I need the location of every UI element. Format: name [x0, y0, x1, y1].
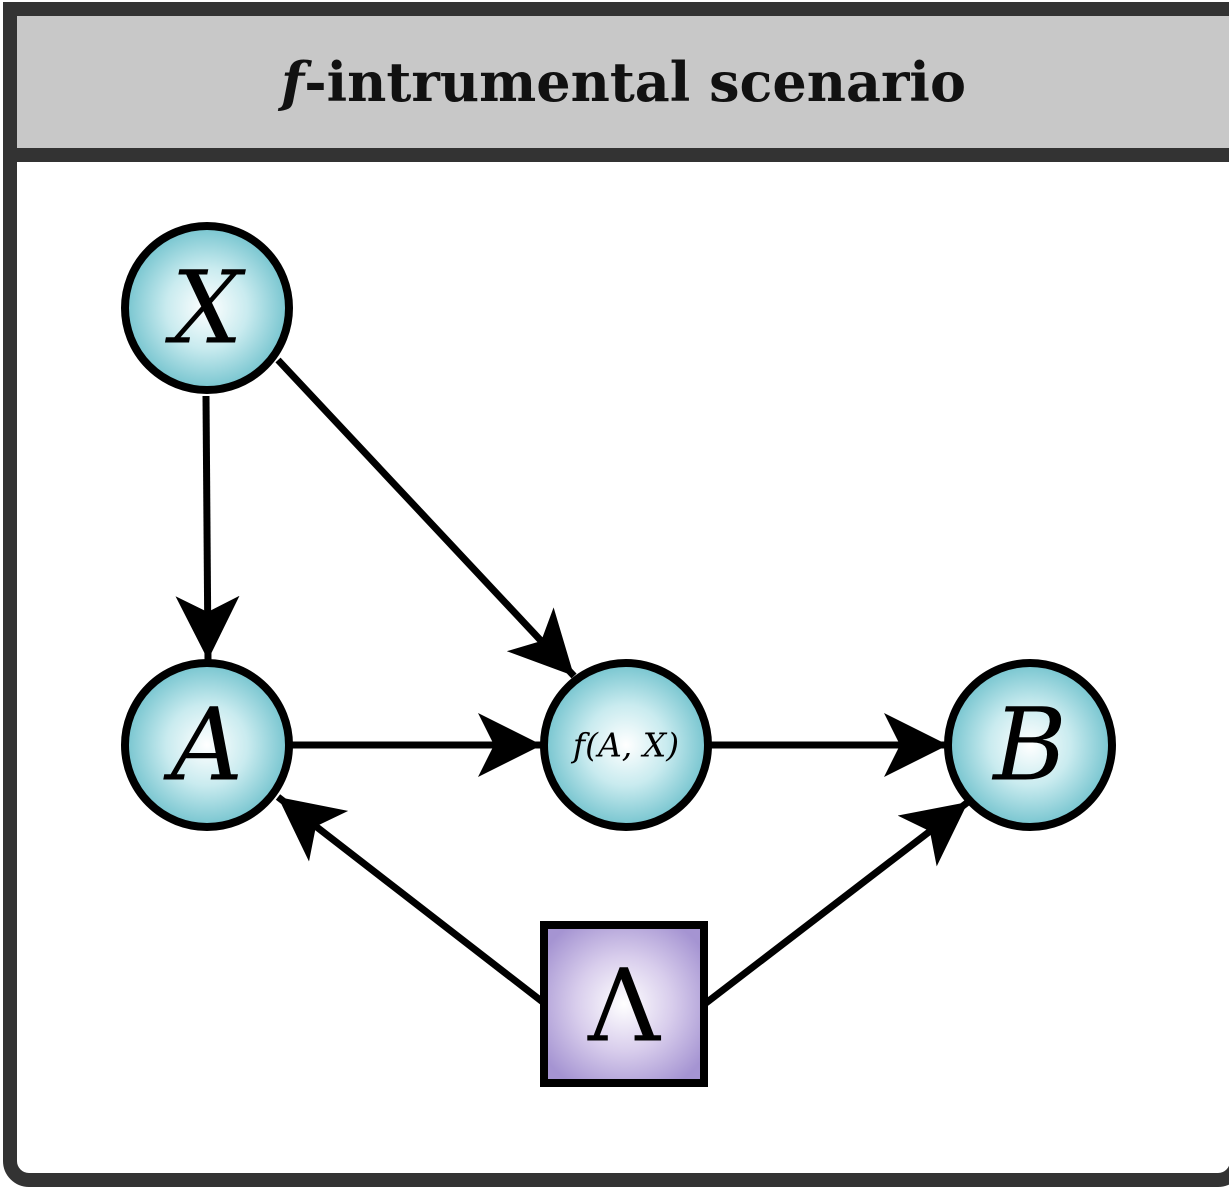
- node-x: X: [121, 222, 293, 394]
- node-b: B: [944, 659, 1116, 831]
- edge-x-to-a: [175, 395, 240, 661]
- node-f-label: f(A, X): [570, 726, 679, 765]
- diagram-title: f-intrumental scenario: [17, 16, 1229, 162]
- node-lambda: Λ: [540, 921, 708, 1087]
- edge-lambda-to-a: [275, 794, 547, 1006]
- title-text: -intrumental scenario: [304, 50, 966, 114]
- node-b-label: B: [991, 687, 1067, 804]
- node-x-label: X: [164, 250, 246, 367]
- node-lambda-label: Λ: [587, 948, 662, 1065]
- title-variable: f: [281, 50, 305, 114]
- node-f: f(A, X): [540, 659, 712, 831]
- node-a: A: [121, 659, 293, 831]
- node-a-label: A: [163, 687, 243, 804]
- edge-lambda-to-b: [703, 799, 971, 1006]
- edge-x-to-f: [275, 357, 577, 679]
